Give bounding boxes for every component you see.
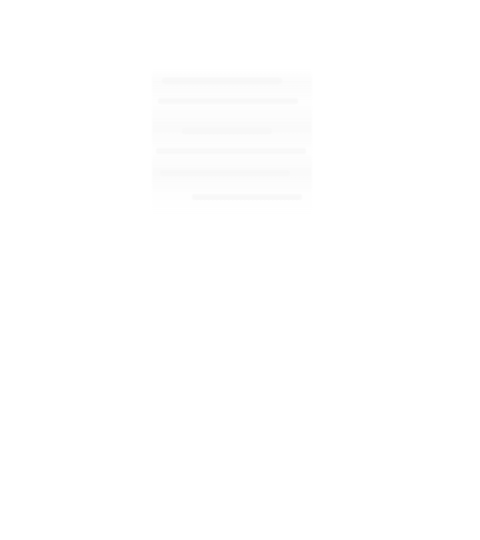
faint-line <box>160 170 290 176</box>
faint-line <box>158 98 298 104</box>
faint-line <box>162 78 282 84</box>
faint-line <box>156 148 306 154</box>
faint-line <box>182 128 272 134</box>
faint-line <box>192 194 302 200</box>
faint-content-block <box>152 70 312 216</box>
